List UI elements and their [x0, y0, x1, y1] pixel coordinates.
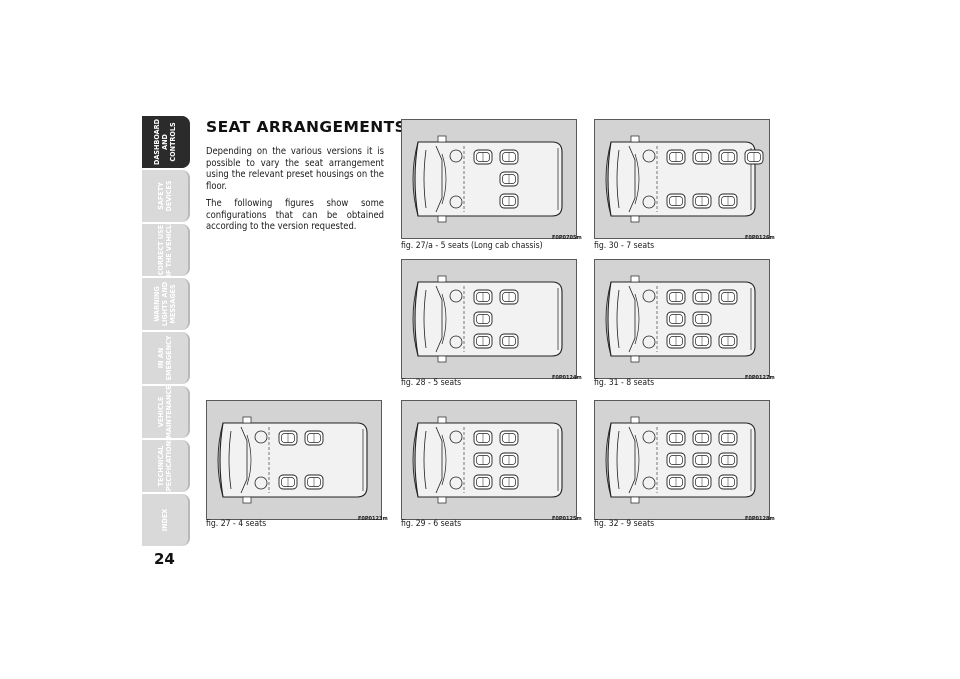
- van-top-view-drawing: [605, 416, 756, 504]
- figure-caption: fig. 30 - 7 seats: [594, 241, 655, 251]
- seat-icon: [304, 474, 324, 490]
- seat-icon: [499, 289, 519, 305]
- tab-correct-use[interactable]: CORRECT USE OF THE VEHICLE: [142, 224, 190, 276]
- seat-icon: [499, 333, 519, 349]
- figure-caption: fig. 28 - 5 seats: [401, 378, 462, 388]
- tab-dashboard-and-controls[interactable]: DASHBOARD AND CONTROLS: [142, 116, 190, 168]
- van-top-view-drawing: [412, 275, 563, 363]
- figure-code: F0P0125m: [552, 516, 582, 522]
- seat-icon: [692, 452, 712, 468]
- seat-icon: [499, 149, 519, 165]
- tab-label: CORRECT USE OF THE VEHICLE: [156, 224, 173, 276]
- tab-label: IN AN EMERGENCY: [156, 335, 173, 381]
- figure-caption: fig. 29 - 6 seats: [401, 519, 462, 529]
- seat-icon: [718, 452, 738, 468]
- tab-safety-devices[interactable]: SAFETY DEVICES: [142, 170, 190, 222]
- figure-code: F0P0124m: [552, 375, 582, 381]
- figure-code: F0P0126m: [745, 235, 775, 241]
- section-body: Depending on the various versions it is …: [206, 146, 384, 239]
- seat-icon: [692, 311, 712, 327]
- seat-icon: [692, 149, 712, 165]
- tab-label: DASHBOARD AND CONTROLS: [152, 118, 177, 166]
- seat-icon: [499, 171, 519, 187]
- figure-caption: fig. 27 - 4 seats: [206, 519, 267, 529]
- seat-icon: [473, 149, 493, 165]
- figure-seat-layout: [594, 119, 770, 239]
- section-title: SEAT ARRANGEMENTS: [206, 118, 407, 136]
- seat-icon: [666, 289, 686, 305]
- seat-icon: [692, 289, 712, 305]
- van-top-view-drawing: [605, 275, 756, 363]
- figure-code: F0P0127m: [745, 375, 775, 381]
- seat-icon: [718, 333, 738, 349]
- paragraph: The following figures show some configur…: [206, 198, 384, 232]
- tab-label: SAFETY DEVICES: [156, 180, 173, 212]
- seat-icon: [666, 311, 686, 327]
- figure-seat-layout: [206, 400, 382, 520]
- tab-index[interactable]: INDEX: [142, 494, 190, 546]
- figure-code: F0P0123m: [358, 516, 388, 522]
- seat-icon: [473, 311, 493, 327]
- chapter-tab-rail: DASHBOARD AND CONTROLS SAFETY DEVICES CO…: [142, 116, 192, 546]
- seat-icon: [473, 289, 493, 305]
- seat-icon: [473, 474, 493, 490]
- page-number: 24: [154, 550, 175, 568]
- van-top-view-drawing: [412, 135, 563, 223]
- van-top-view-drawing: [605, 135, 764, 223]
- figure-caption: fig. 27/a - 5 seats (Long cab chassis): [401, 241, 543, 251]
- seat-icon: [692, 333, 712, 349]
- van-top-view-drawing: [412, 416, 563, 504]
- tab-label: TECHNICAL SPECIFICATIONS: [156, 440, 173, 492]
- seat-icon: [499, 474, 519, 490]
- seat-icon: [718, 149, 738, 165]
- tab-label: WARNING LIGHTS AND MESSAGES: [152, 281, 177, 327]
- seat-icon: [666, 430, 686, 446]
- figure-seat-layout: [401, 400, 577, 520]
- seat-icon: [718, 430, 738, 446]
- seat-icon: [473, 452, 493, 468]
- figure-caption: fig. 32 - 9 seats: [594, 519, 655, 529]
- seat-icon: [499, 193, 519, 209]
- seat-icon: [666, 452, 686, 468]
- seat-icon: [718, 289, 738, 305]
- seat-icon: [278, 430, 298, 446]
- seat-icon: [499, 452, 519, 468]
- seat-icon: [473, 430, 493, 446]
- figure-seat-layout: [594, 400, 770, 520]
- tab-warning-lights[interactable]: WARNING LIGHTS AND MESSAGES: [142, 278, 190, 330]
- seat-icon: [666, 149, 686, 165]
- seat-icon: [692, 193, 712, 209]
- tab-in-an-emergency[interactable]: IN AN EMERGENCY: [142, 332, 190, 384]
- seat-icon: [666, 333, 686, 349]
- seat-icon: [499, 430, 519, 446]
- van-top-view-drawing: [217, 416, 368, 504]
- figure-caption: fig. 31 - 8 seats: [594, 378, 655, 388]
- tab-vehicle-maintenance[interactable]: VEHICLE MAINTENANCE: [142, 386, 190, 438]
- figure-seat-layout: [401, 259, 577, 379]
- tab-label: INDEX: [160, 508, 169, 532]
- seat-icon: [666, 474, 686, 490]
- tab-label: VEHICLE MAINTENANCE: [156, 386, 173, 438]
- seat-icon: [278, 474, 298, 490]
- seat-icon: [473, 333, 493, 349]
- seat-icon: [304, 430, 324, 446]
- paragraph: Depending on the various versions it is …: [206, 146, 384, 192]
- seat-icon: [718, 474, 738, 490]
- seat-icon: [692, 430, 712, 446]
- tab-technical-specifications[interactable]: TECHNICAL SPECIFICATIONS: [142, 440, 190, 492]
- seat-icon: [666, 193, 686, 209]
- figure-code: F0P0705m: [552, 235, 582, 241]
- figure-code: F0P0128m: [745, 516, 775, 522]
- seat-icon: [744, 149, 764, 165]
- figure-seat-layout: [401, 119, 577, 239]
- seat-icon: [692, 474, 712, 490]
- seat-icon: [718, 193, 738, 209]
- figure-seat-layout: [594, 259, 770, 379]
